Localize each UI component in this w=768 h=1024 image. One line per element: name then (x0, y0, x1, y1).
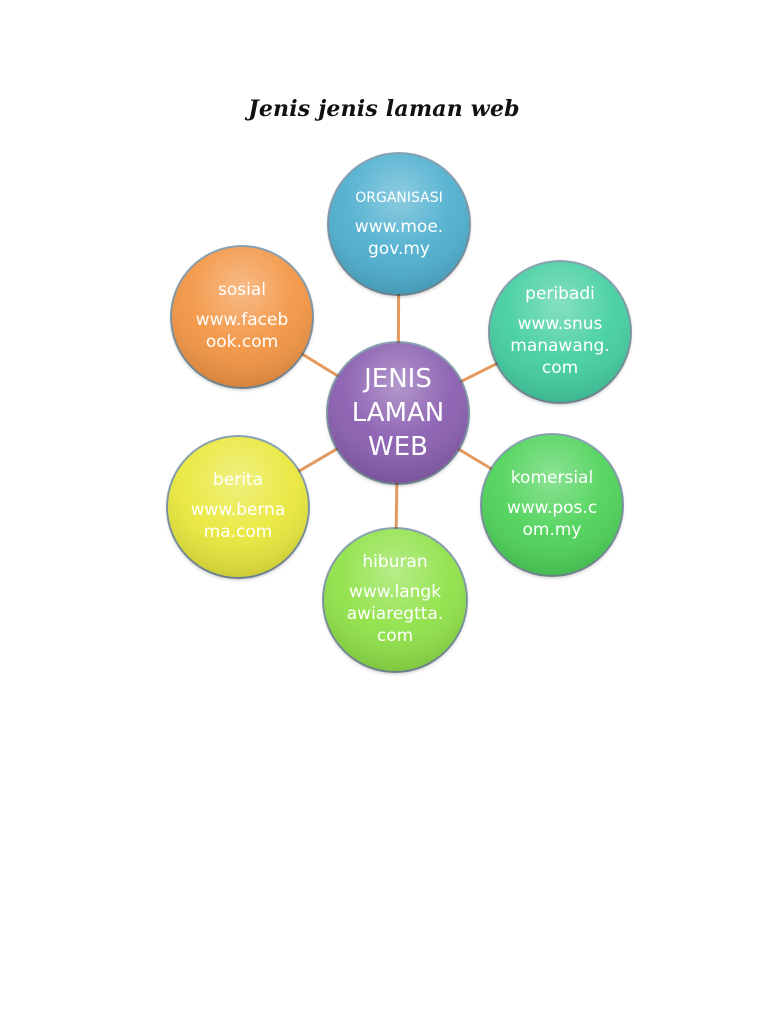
node-url-label: www.snus (518, 314, 603, 334)
node-gloss (168, 437, 308, 577)
node-komersial: komersial www.pos.com.my (480, 433, 624, 577)
node-gloss (172, 247, 312, 387)
diagram-title: Jenis jenis laman web (248, 96, 520, 122)
node-gloss (490, 262, 630, 402)
node-url-label: www.langk (349, 582, 441, 602)
node-category-label: komersial (511, 468, 593, 488)
node-url-label: com (542, 358, 578, 378)
node-category-label: berita (213, 470, 263, 490)
center-label-line: LAMAN (352, 398, 445, 428)
node-url-label: awiaregtta. (347, 604, 443, 624)
node-url-label: ma.com (204, 522, 273, 542)
node-url-label: com (377, 626, 413, 646)
center-gloss (328, 343, 468, 483)
node-url-label: ook.com (206, 332, 278, 352)
node-organisasi: ORGANISASI www.moe.gov.my (327, 152, 471, 296)
center-label-line: WEB (368, 432, 428, 462)
node-category-label: hiburan (362, 552, 427, 572)
node-category-label: sosial (218, 280, 266, 300)
node-url-label: www.moe. (355, 217, 443, 237)
node-url-label: om.my (523, 520, 582, 540)
center-node: JENIS LAMAN WEB (326, 341, 470, 485)
center-label-line: JENIS (362, 364, 432, 394)
node-url-label: www.faceb (196, 310, 289, 330)
node-url-label: gov.my (368, 239, 430, 259)
node-url-label: www.berna (191, 500, 286, 520)
node-gloss (482, 435, 622, 575)
node-gloss (329, 154, 469, 294)
node-category-label: ORGANISASI (355, 190, 443, 206)
node-url-label: manawang. (510, 336, 609, 356)
node-url-label: www.pos.c (507, 498, 597, 518)
nodes-layer: ORGANISASI www.moe.gov.my peribadi www.snus… (166, 152, 632, 673)
node-gloss (324, 529, 466, 671)
node-category-label: peribadi (525, 284, 595, 304)
